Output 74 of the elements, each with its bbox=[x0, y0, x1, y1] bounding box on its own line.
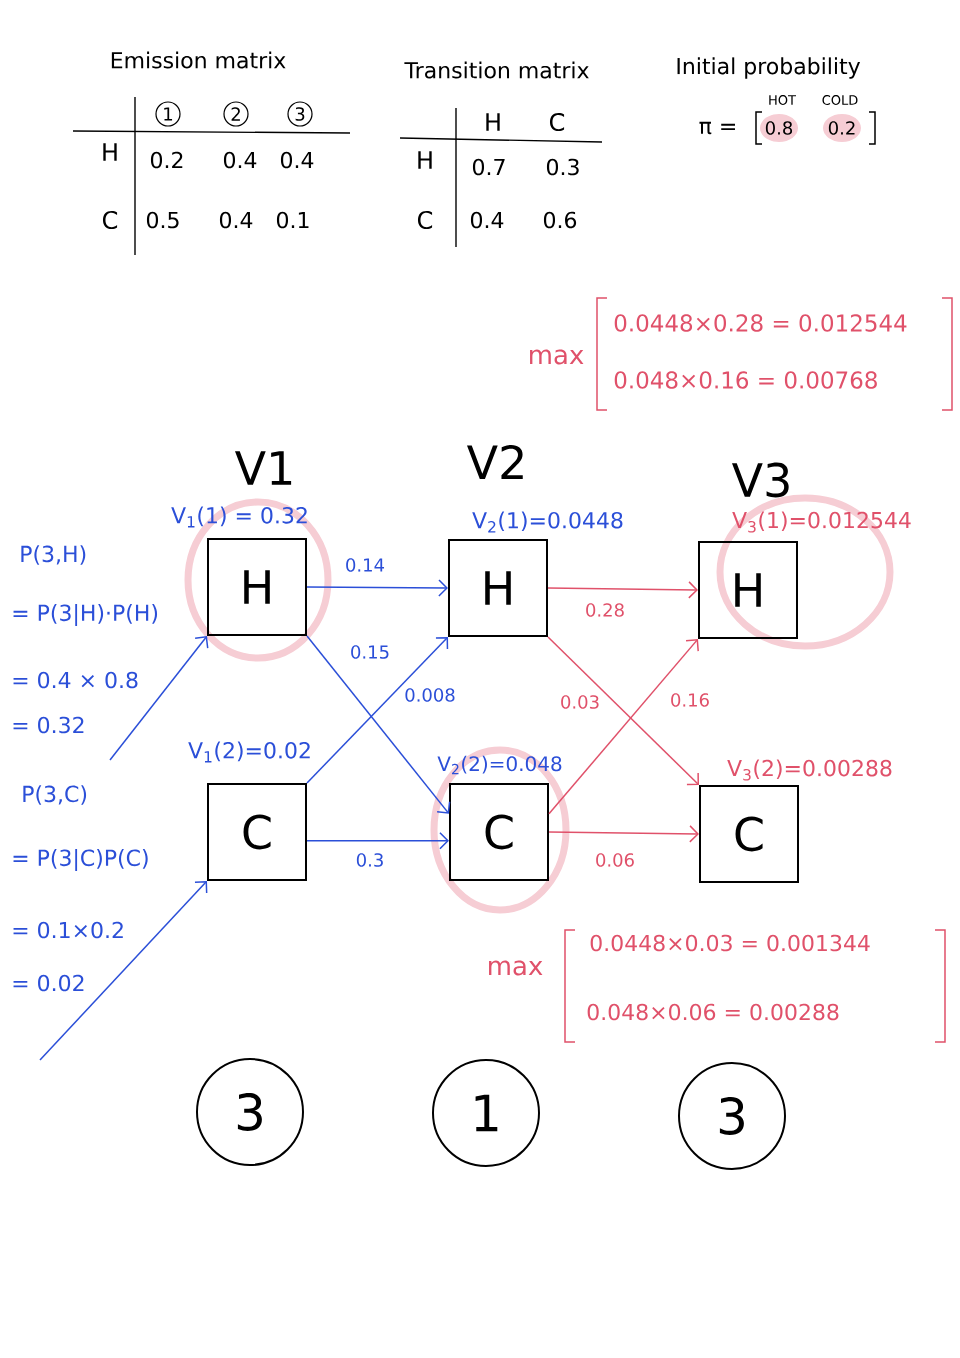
arrow bbox=[306, 635, 451, 814]
row-label: H bbox=[418, 151, 432, 169]
max-label: max bbox=[489, 960, 543, 976]
table-cell: 0.7 bbox=[472, 158, 505, 176]
circled-number: 2 bbox=[223, 101, 249, 127]
state-box: C bbox=[449, 783, 549, 881]
circled-number: 1 bbox=[155, 101, 181, 127]
arrow bbox=[109, 636, 209, 761]
formula-text: 0.048×0.06 = 0.00288 bbox=[587, 1003, 839, 1021]
edge-label: 0.3 bbox=[354, 852, 386, 868]
formula-text: P(3,C) bbox=[23, 785, 87, 805]
state-box: C bbox=[207, 783, 307, 881]
arrow bbox=[306, 637, 449, 784]
column-label: H bbox=[486, 113, 500, 131]
table-cell: 0.5 bbox=[146, 211, 179, 229]
edge-label: 0.03 bbox=[558, 694, 602, 710]
table-cell: 0.2 bbox=[150, 151, 183, 169]
vector-value: 0.2 bbox=[828, 121, 855, 135]
column-label: HOT bbox=[769, 95, 796, 105]
row-label: H bbox=[103, 143, 117, 161]
column-heading: V1 bbox=[235, 451, 292, 485]
edge-label: 0.15 bbox=[348, 644, 392, 660]
column-heading: V3 bbox=[732, 462, 789, 498]
state-box: C bbox=[699, 785, 799, 883]
viterbi-value: V$_{1}$(1) = 0.32 bbox=[171, 506, 307, 528]
arrow bbox=[547, 581, 698, 599]
circled-number: 3 bbox=[287, 101, 313, 127]
vector-value: 0.8 bbox=[765, 121, 793, 135]
arrow bbox=[547, 636, 699, 786]
viterbi-value: V$_{2}$(1)=0.0448 bbox=[472, 511, 623, 533]
row-label: C bbox=[102, 210, 118, 230]
state-box: H bbox=[207, 538, 307, 636]
table-cell: 0.1 bbox=[276, 211, 309, 229]
column-label: COLD bbox=[822, 95, 858, 105]
arrow bbox=[39, 881, 208, 1061]
edge-label: 0.06 bbox=[593, 852, 637, 868]
table-cell: 0.4 bbox=[280, 151, 314, 169]
formula-text: = 0.02 bbox=[13, 974, 84, 992]
table-cell: 0.4 bbox=[223, 151, 257, 169]
edge-label: 0.008 bbox=[403, 687, 457, 703]
arrow bbox=[548, 639, 699, 815]
arrow bbox=[548, 825, 699, 843]
formula-text: π = bbox=[699, 121, 735, 135]
column-heading: V2 bbox=[467, 444, 523, 480]
table-cell: 0.3 bbox=[546, 158, 579, 176]
table-cell: 0.4 bbox=[470, 211, 504, 229]
formula-text: = 0.1×0.2 bbox=[13, 921, 123, 939]
formula-text: = 0.4 × 0.8 bbox=[13, 671, 138, 689]
formula-text: 0.0448×0.28 = 0.012544 bbox=[614, 314, 907, 332]
viterbi-value: V$_{3}$(2)=0.00288 bbox=[727, 759, 892, 781]
viterbi-value: V$_{3}$(1)=0.012544 bbox=[732, 511, 911, 533]
formula-text: 0.048×0.16 = 0.00768 bbox=[614, 371, 877, 389]
formula-text: = P(3|C)P(C) bbox=[13, 849, 148, 871]
table-title: Transition matrix bbox=[404, 61, 589, 79]
formula-text: 0.0448×0.03 = 0.001344 bbox=[590, 934, 870, 952]
edge-label: 0.16 bbox=[668, 692, 712, 708]
edge-label: 0.28 bbox=[583, 602, 627, 618]
formula-text: = P(3|H)·P(H) bbox=[13, 604, 158, 626]
table-title: Initial probability bbox=[677, 57, 861, 79]
edge-label: 0.14 bbox=[343, 557, 387, 573]
arrow bbox=[306, 832, 449, 850]
viterbi-value: V$_{1}$(2)=0.02 bbox=[188, 741, 310, 763]
state-box: H bbox=[698, 541, 798, 639]
column-label: C bbox=[549, 112, 565, 132]
table-title: Emission matrix bbox=[111, 51, 286, 69]
table-cell: 0.6 bbox=[543, 211, 577, 229]
formula-text: = 0.32 bbox=[13, 716, 84, 734]
row-label: C bbox=[417, 210, 433, 230]
max-label: max bbox=[530, 349, 584, 365]
formula-text: P(3,H) bbox=[21, 545, 86, 565]
viterbi-value: V$_{2}$(2)=0.048 bbox=[437, 755, 562, 775]
arrow bbox=[306, 579, 448, 597]
table-cell: 0.4 bbox=[219, 211, 253, 229]
state-box: H bbox=[448, 539, 548, 637]
